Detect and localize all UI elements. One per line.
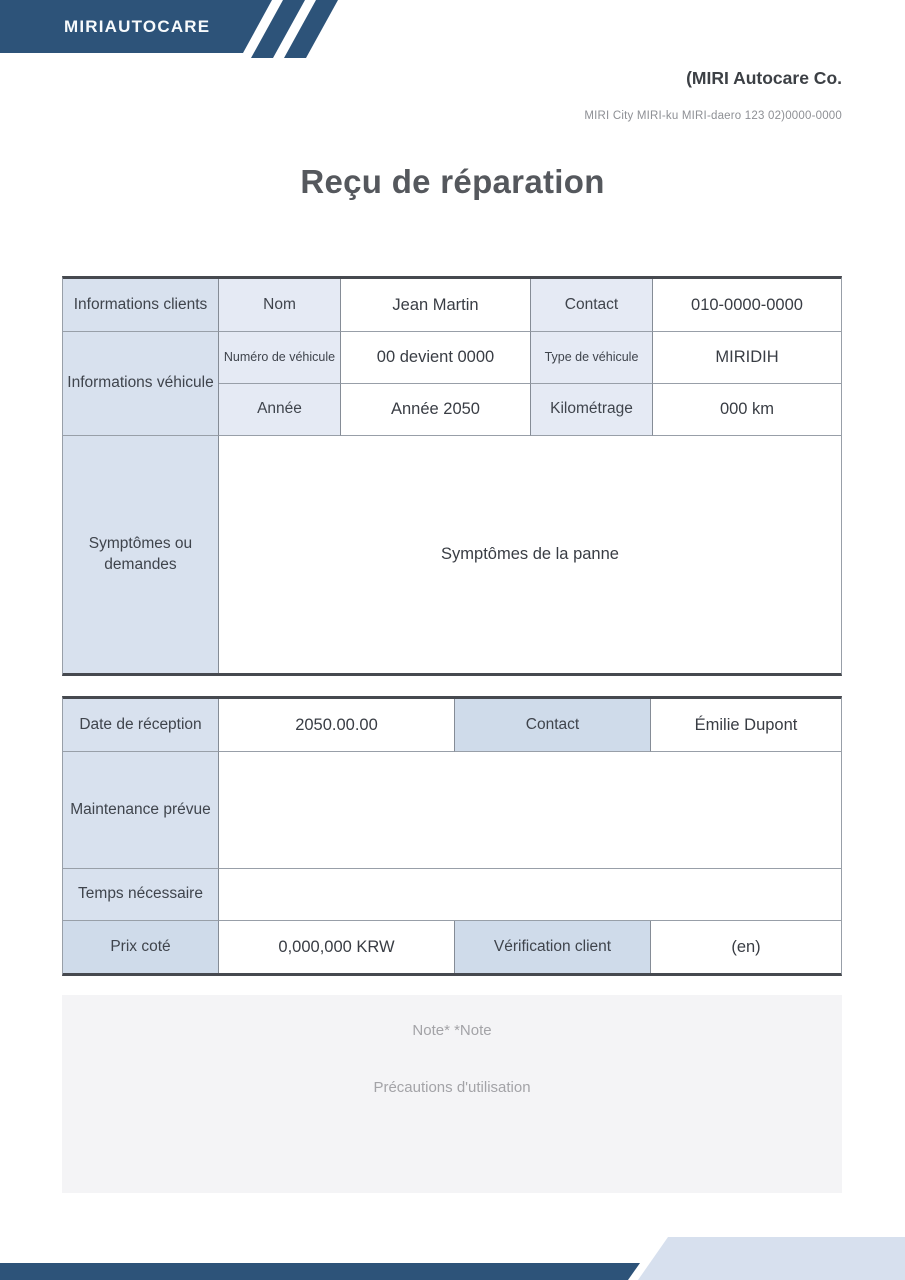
- vehicle-number-label-cell: Numéro de véhicule: [219, 332, 341, 384]
- maintenance-value-cell: [219, 752, 841, 869]
- client-vehicle-table: Informations clients Nom Jean Martin Con…: [62, 276, 842, 676]
- mileage-label-cell: Kilométrage: [531, 384, 653, 436]
- header-brand-band: [0, 0, 338, 58]
- vehicle-type-value-cell: MIRIDIH: [653, 332, 841, 384]
- header-stripe-2: [284, 0, 338, 58]
- time-needed-label-cell: Temps nécessaire: [63, 869, 219, 921]
- note-precautions: Précautions d'utilisation: [373, 1079, 531, 1096]
- vehicle-info-label-cell: Informations véhicule: [63, 332, 219, 436]
- mileage-value-cell: 000 km: [653, 384, 841, 436]
- repair-contact-value-cell: Émilie Dupont: [651, 699, 841, 752]
- note-title: Note* *Note: [412, 1022, 492, 1039]
- reception-date-value-cell: 2050.00.00: [219, 699, 455, 752]
- repair-details-table: Date de réception 2050.00.00 Contact Émi…: [62, 696, 842, 976]
- contact-value-cell: 010-0000-0000: [653, 279, 841, 332]
- year-label-cell: Année: [219, 384, 341, 436]
- client-verification-value-cell: (en): [651, 921, 841, 973]
- repair-contact-label-cell: Contact: [455, 699, 651, 752]
- footer-light-shape: [638, 1237, 905, 1280]
- company-name: (MIRI Autocare Co.: [686, 68, 842, 88]
- footer-dark-bar: [0, 1263, 640, 1280]
- time-needed-value-cell: [219, 869, 841, 921]
- note-box: Note* *Note Précautions d'utilisation: [62, 995, 842, 1193]
- client-info-label-cell: Informations clients: [63, 279, 219, 332]
- symptoms-label-cell: Symptômes ou demandes: [63, 436, 219, 673]
- year-value-cell: Année 2050: [341, 384, 531, 436]
- vehicle-type-label-cell: Type de véhicule: [531, 332, 653, 384]
- quoted-price-label-cell: Prix coté: [63, 921, 219, 973]
- symptoms-value-cell: Symptômes de la panne: [219, 436, 841, 673]
- contact-label-cell: Contact: [531, 279, 653, 332]
- company-address: MIRI City MIRI-ku MIRI-daero 123 02)0000…: [584, 110, 842, 122]
- reception-date-label-cell: Date de réception: [63, 699, 219, 752]
- vehicle-number-value-cell: 00 devient 0000: [341, 332, 531, 384]
- company-block: (MIRI Autocare Co. MIRI City MIRI-ku MIR…: [584, 68, 842, 122]
- client-verification-label-cell: Vérification client: [455, 921, 651, 973]
- name-value-cell: Jean Martin: [341, 279, 531, 332]
- footer-decoration-band: [0, 1237, 905, 1280]
- brand-logo-text: MIRIAUTOCARE: [64, 16, 211, 36]
- maintenance-label-cell: Maintenance prévue: [63, 752, 219, 869]
- header-bar-shape: [0, 0, 272, 53]
- page-title: Reçu de réparation: [300, 163, 605, 200]
- quoted-price-value-cell: 0,000,000 KRW: [219, 921, 455, 973]
- name-label-cell: Nom: [219, 279, 341, 332]
- header-stripe-1: [251, 0, 305, 58]
